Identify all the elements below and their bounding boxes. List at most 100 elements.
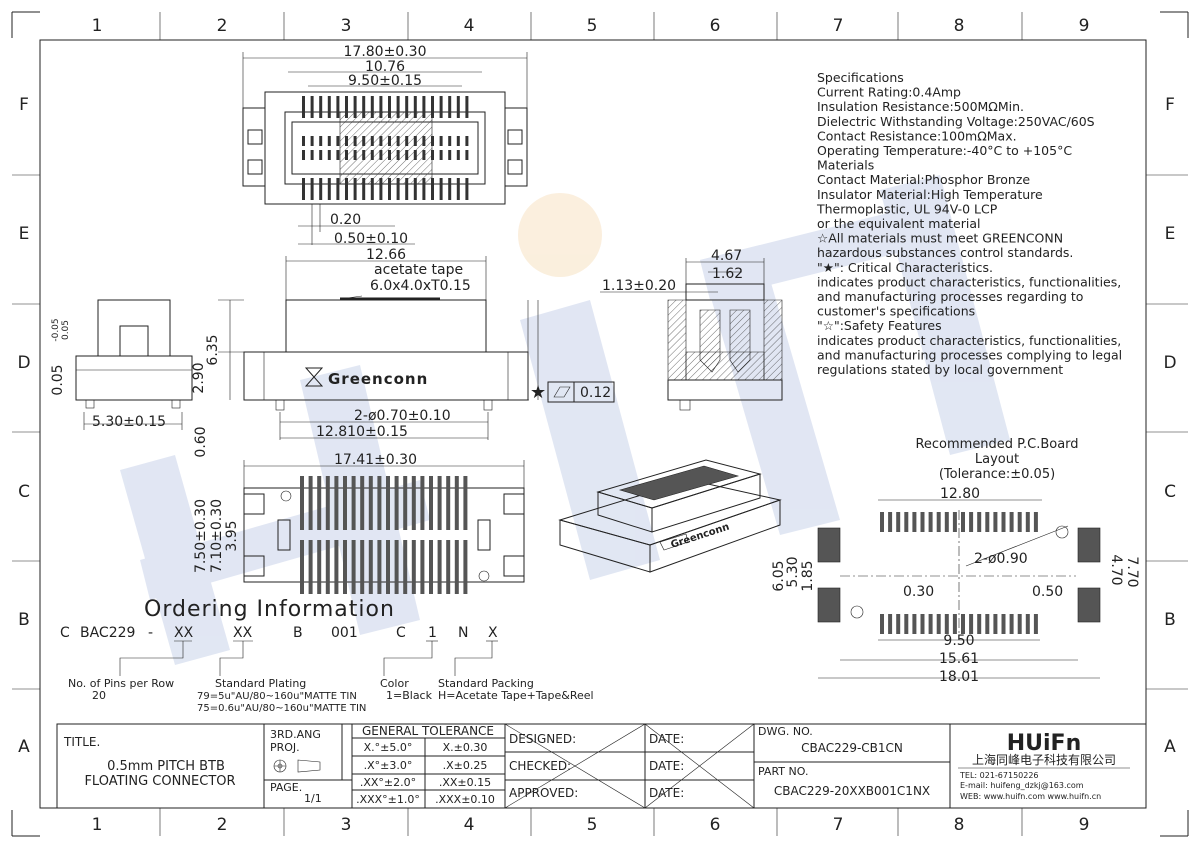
- pcb-pad: [977, 614, 982, 634]
- order-code-series: BAC229: [80, 625, 135, 641]
- col-label: 5: [587, 815, 598, 835]
- pin: [396, 136, 400, 146]
- pin: [345, 136, 348, 146]
- pin: [379, 150, 383, 160]
- pcb-pad: [1001, 512, 1006, 532]
- pin: [439, 136, 443, 146]
- pin: [308, 476, 313, 530]
- order-code-b: B: [293, 625, 303, 641]
- pcb-pad: [1033, 512, 1038, 532]
- tol-linear-1: .X±0.25: [443, 759, 488, 772]
- pin: [388, 136, 391, 146]
- page-value: 1/1: [304, 792, 322, 805]
- pcb-dim-950: 9.50: [943, 633, 974, 649]
- company-tel: TEL: 021-67150226: [959, 771, 1039, 780]
- title-label: TITLE.: [63, 735, 100, 749]
- coplanarity-callout: ★ 0.12: [496, 381, 615, 403]
- col-label: 9: [1079, 16, 1090, 36]
- col-label: 3: [341, 16, 352, 36]
- dim-end-a: 0.05: [50, 364, 66, 395]
- pcb-title-3: (Tolerance:±0.05): [939, 467, 1055, 482]
- pin: [422, 96, 426, 118]
- part-label: PART NO.: [758, 765, 808, 778]
- pin: [345, 150, 348, 160]
- pin: [368, 540, 373, 594]
- top-view: [242, 91, 528, 205]
- order-code-001: 001: [331, 625, 358, 641]
- company-email: E-mail: huifeng_dzkj@163.com: [960, 781, 1084, 790]
- row-label: A: [1164, 737, 1176, 757]
- end-view: 5.30±0.15 0.05 -0.05 0.05: [50, 299, 193, 430]
- dim-post-span: 12.810±0.15: [316, 424, 408, 440]
- pin: [300, 476, 304, 530]
- col-label: 4: [464, 815, 475, 835]
- pcb-pad: [880, 614, 884, 634]
- pin: [386, 540, 390, 594]
- dim-height-total: 6.35: [205, 334, 221, 365]
- pin: [319, 96, 323, 118]
- pin: [317, 540, 322, 594]
- plating-label: Standard Plating: [215, 677, 306, 690]
- pcb-pad: [993, 512, 998, 532]
- plating-2: 75=0.6u"AU/80~160u"MATTE TIN: [197, 703, 366, 714]
- pin: [310, 136, 314, 146]
- pin: [302, 96, 305, 118]
- dim-coplanarity: 0.12: [580, 385, 611, 401]
- dim-pitch: 0.50±0.10: [334, 231, 408, 247]
- pin: [403, 476, 408, 530]
- pin: [396, 96, 400, 118]
- pin: [334, 476, 339, 530]
- tol-linear-2: .XX±0.15: [439, 776, 491, 789]
- dim-top-pins: 9.50±0.15: [348, 73, 422, 89]
- col-label: 5: [587, 16, 598, 36]
- pcb-pad: [904, 512, 909, 532]
- pin: [448, 136, 452, 146]
- col-label: 7: [833, 16, 844, 36]
- pin: [388, 178, 391, 200]
- bottom-view-pin-rows: [300, 476, 468, 594]
- dim-bottom-h1: 7.50±0.30: [193, 499, 209, 573]
- col-label: 3: [341, 815, 352, 835]
- pin: [379, 136, 383, 146]
- pcb-pad: [1009, 512, 1014, 532]
- pin: [456, 96, 460, 118]
- pcb-dim-w1: 12.80: [940, 486, 980, 502]
- col-label: 9: [1079, 815, 1090, 835]
- pin: [370, 96, 374, 118]
- pcb-pad: [912, 512, 917, 532]
- pcb-pad-rows: [880, 512, 1038, 634]
- tape-size: 6.0x4.0xT0.15: [370, 278, 471, 294]
- pin: [431, 150, 434, 160]
- pin: [439, 96, 443, 118]
- greenconn-logo: Greenconn: [304, 367, 427, 388]
- pcb-pad: [985, 614, 990, 634]
- pin: [420, 476, 425, 530]
- pcb-dim-770: 7.70: [1124, 556, 1140, 587]
- pin: [370, 150, 374, 160]
- front-view-dimensions: 12.66 acetate tape 6.0x4.0xT0.15 6.35 2.…: [191, 247, 615, 458]
- pin: [362, 96, 366, 118]
- row-label: C: [18, 482, 30, 502]
- pin: [319, 136, 323, 146]
- pin: [300, 540, 304, 594]
- pcb-pad: [1001, 614, 1006, 634]
- pin: [377, 540, 382, 594]
- pin: [439, 178, 443, 200]
- pcb-dim-hole: 2-ø0.90: [974, 551, 1028, 567]
- dim-bottom-width: 17.41±0.30: [334, 452, 417, 468]
- grid-row-labels-right: F E D C B A: [1163, 95, 1176, 757]
- pcb-pad: [904, 614, 909, 634]
- pcb-dim-470: 4.70: [1108, 554, 1124, 585]
- pin: [310, 96, 314, 118]
- pcb-pad: [944, 614, 949, 634]
- company-name: 上海同峰电子科技有限公司: [972, 752, 1116, 767]
- dim-standoff: 0.60: [193, 426, 209, 457]
- pin: [465, 178, 469, 200]
- pcb-pad: [888, 512, 893, 532]
- pin: [345, 96, 348, 118]
- spec-line: Current Rating:0.4Amp: [817, 85, 961, 100]
- title-line-1: 0.5mm PITCH BTB: [107, 759, 225, 774]
- pin: [422, 136, 426, 146]
